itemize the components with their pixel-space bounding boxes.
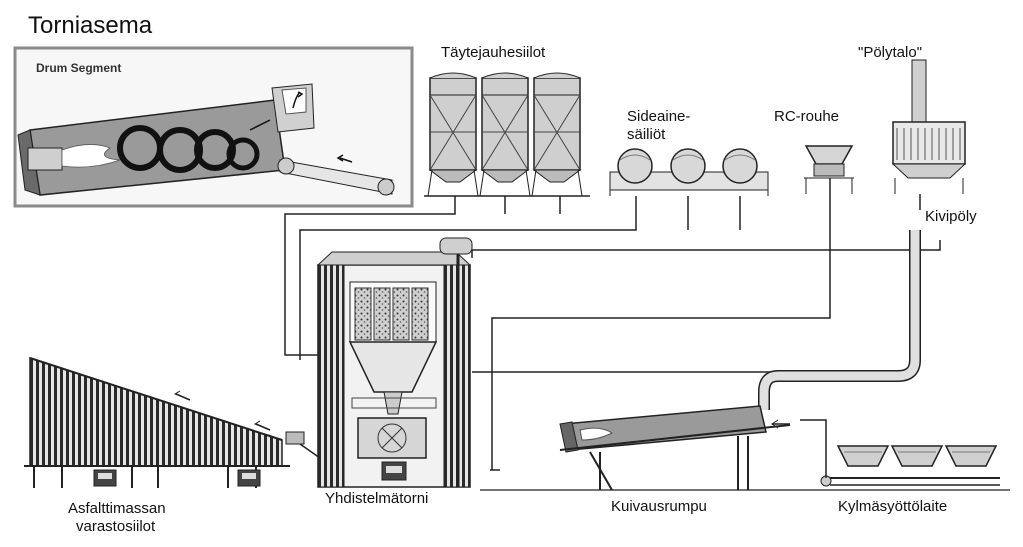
label-storage-line1: Asfalttimassan — [68, 500, 166, 517]
storage-silos — [24, 356, 321, 488]
dryer-drum — [559, 405, 791, 491]
rc-hopper — [804, 145, 854, 194]
baghouse — [891, 59, 967, 194]
pipe-network — [284, 178, 941, 471]
diagram-title: Torniasema — [28, 12, 153, 39]
label-binder-line1: Sideaine- — [627, 108, 691, 125]
dust-duct — [758, 230, 921, 410]
cold-feeders — [800, 419, 1000, 487]
filler-silo-1 — [427, 72, 479, 197]
label-filler-silos: Täytejauhesiilot — [441, 44, 546, 61]
label-dryer: Kuivausrumpu — [611, 498, 707, 515]
binder-tanks — [609, 148, 769, 196]
tower — [316, 237, 473, 488]
label-cold-feeders: Kylmäsyöttölaite — [838, 498, 948, 515]
filler-silo-3 — [531, 72, 583, 197]
label-rc-hopper: RC-rouhe — [774, 108, 840, 125]
label-baghouse: "Pölytalo" — [858, 44, 923, 61]
label-stone-dust: Kivipöly — [925, 208, 977, 226]
inset-title: Drum Segment — [36, 61, 122, 75]
label-tower: Yhdistelmätorni — [325, 490, 429, 507]
drum-segment-inset — [13, 46, 414, 208]
filler-silos — [424, 72, 590, 197]
label-storage-line2: varastosiilot — [76, 518, 156, 535]
label-binder-line2: säiliöt — [627, 126, 666, 143]
filler-silo-2 — [479, 72, 531, 197]
